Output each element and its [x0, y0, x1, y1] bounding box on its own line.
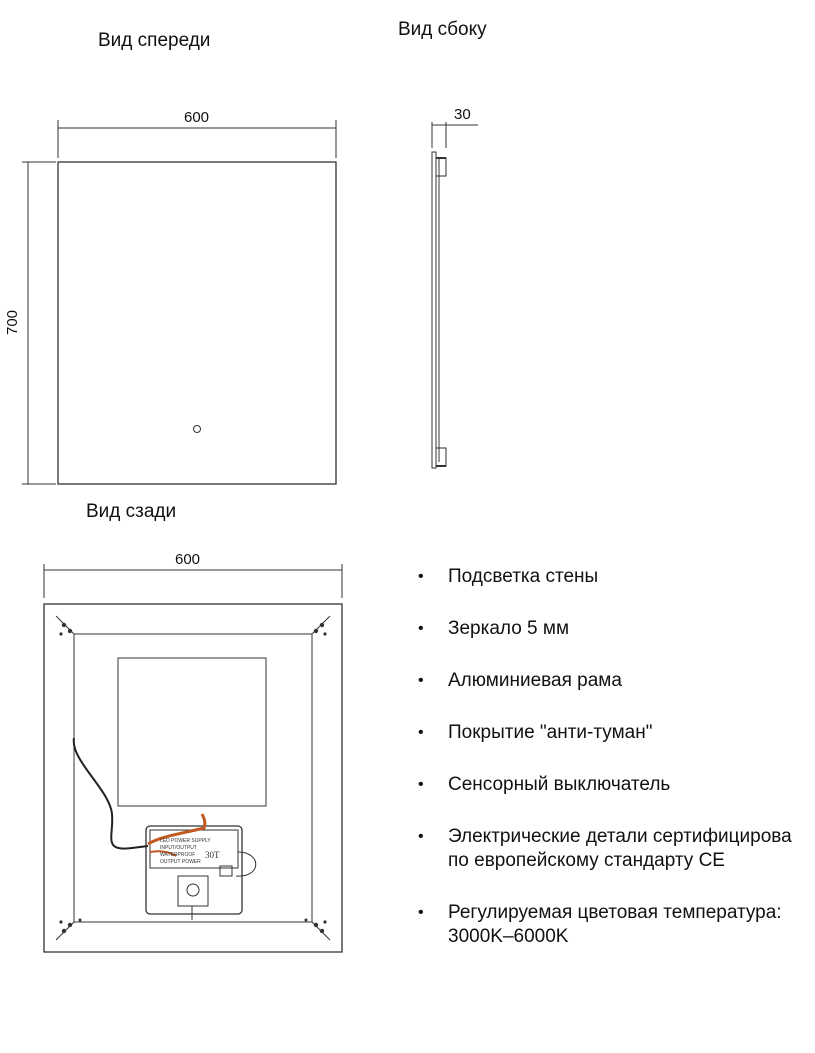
feature-item: Зеркало 5 мм: [418, 617, 792, 641]
back-view: [43, 564, 343, 953]
svg-text:OUTPUT POWER: OUTPUT POWER: [160, 859, 201, 865]
mirror-front-outline: [57, 161, 337, 485]
back-inner-frame: [73, 633, 313, 923]
side-view-title: Вид сбоку: [398, 19, 487, 40]
front-view: [22, 120, 337, 485]
svg-text:WATERPROOF: WATERPROOF: [160, 852, 195, 858]
features-list: Подсветка стены Зеркало 5 мм Алюминиевая…: [418, 565, 792, 977]
svg-text:LED POWER SUPPLY: LED POWER SUPPLY: [160, 838, 211, 844]
feature-item: Подсветка стены: [418, 565, 792, 589]
power-label-30t: 30T: [205, 850, 220, 860]
touch-switch-icon: [193, 425, 201, 433]
svg-text:INPUT/OUTPUT: INPUT/OUTPUT: [160, 845, 197, 851]
feature-item: Сенсорный выключатель: [418, 773, 792, 797]
back-outer-frame: [43, 603, 343, 953]
feature-item: Покрытие "анти-туман": [418, 721, 792, 745]
back-panel-square: [117, 657, 267, 807]
feature-item: Электрические детали сертифицирова по ев…: [418, 825, 792, 873]
side-mirror-profile: [431, 151, 437, 469]
feature-item: Регулируемая цветовая температура: 3000K…: [418, 901, 792, 949]
front-width-dimension: 600: [184, 109, 210, 126]
corner-screws: [59, 622, 327, 934]
wires: [72, 737, 207, 857]
back-view-title: Вид сзади: [86, 501, 177, 522]
feature-item: Алюминиевая рама: [418, 669, 792, 693]
back-width-dimension: 600: [175, 551, 201, 568]
side-depth-dimension: 30: [454, 106, 471, 123]
side-view: [431, 122, 478, 469]
power-supply-box: [145, 825, 243, 915]
front-view-title: Вид спереди: [98, 30, 211, 51]
